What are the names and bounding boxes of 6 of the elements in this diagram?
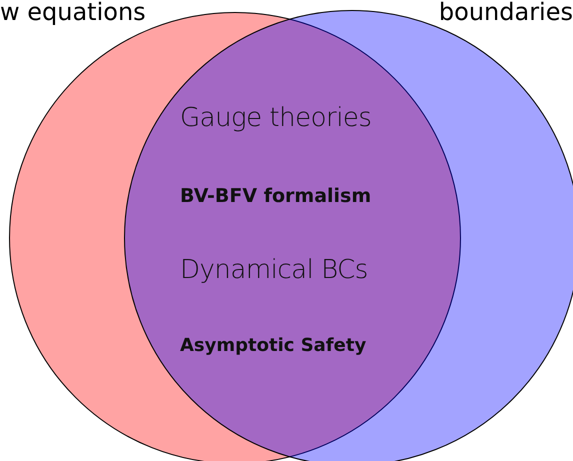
region-label: Gauge theories <box>180 103 372 133</box>
region-label: Dynamical BCs <box>180 255 368 285</box>
set-title: w equations <box>0 0 146 24</box>
region-label: Asymptotic Safety <box>180 335 366 356</box>
region-label: BV-BFV formalism <box>180 185 372 207</box>
set-title: boundaries <box>438 0 573 24</box>
